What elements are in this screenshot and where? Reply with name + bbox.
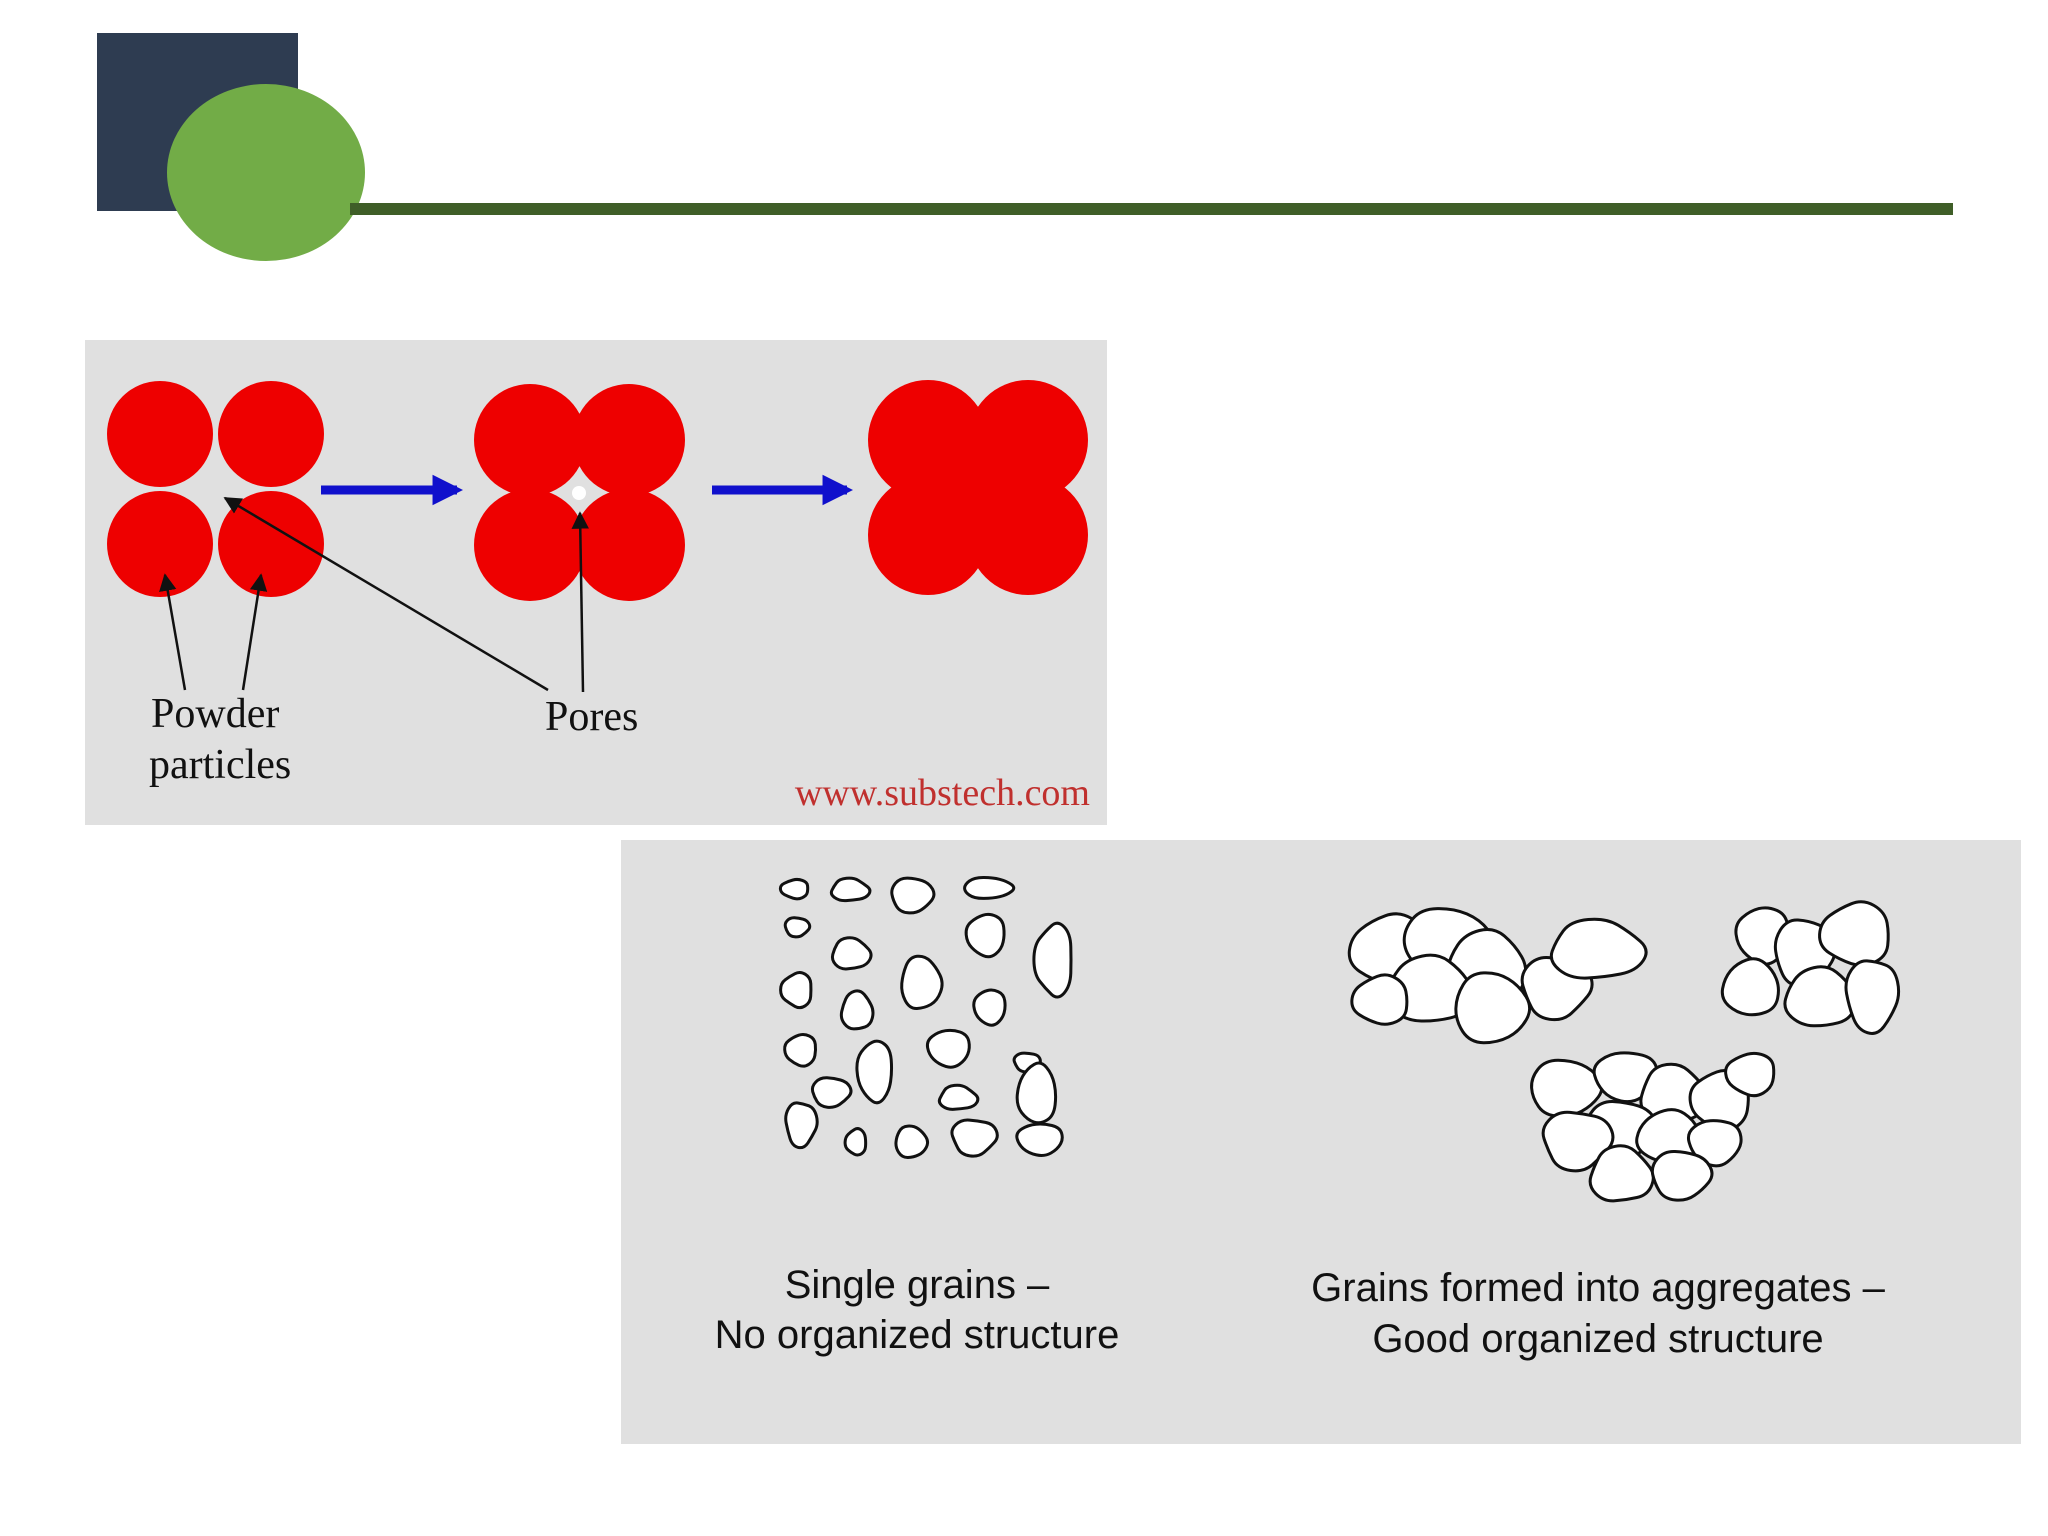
aggregates-caption-line1: Grains formed into aggregates – <box>1311 1266 1885 1310</box>
single-grain <box>829 876 872 903</box>
single-grain <box>783 1032 818 1068</box>
aggregated-grain <box>1720 957 1780 1017</box>
single-grain <box>894 1124 930 1159</box>
loose-powder-particles <box>107 381 324 597</box>
aggregated-grain <box>1844 959 1901 1035</box>
aggregated-grain <box>1350 973 1409 1026</box>
aggregated-grain <box>1454 971 1532 1045</box>
source-credit: www.substech.com <box>795 772 1090 814</box>
single-grain <box>900 954 944 1011</box>
single-grain <box>1032 921 1073 999</box>
single-grain <box>855 1039 894 1105</box>
single-grain <box>784 1101 819 1150</box>
single-grain <box>925 1028 971 1069</box>
aggregate-grains-drawing <box>1347 900 1901 1203</box>
single-grains-caption-line2: No organized structure <box>715 1313 1120 1357</box>
necking-particles <box>474 384 685 601</box>
powder-particle <box>218 381 324 487</box>
single-grain <box>783 916 812 939</box>
single-grain <box>972 988 1007 1027</box>
decorative-circle <box>167 84 365 261</box>
sintering-particle <box>573 384 685 496</box>
single-grain <box>843 1127 868 1157</box>
powder-label-line2: particles <box>149 742 291 788</box>
aggregated-grain <box>1530 1058 1604 1118</box>
sintering-particle <box>474 489 586 601</box>
single-grain <box>830 936 873 971</box>
single-grains-caption-line1: Single grains – <box>785 1263 1050 1307</box>
single-grain <box>1015 1122 1064 1157</box>
sintering-particle <box>573 489 685 601</box>
pore <box>572 486 586 500</box>
soil-structure-figure: Single grains – No organized structure G… <box>621 840 2021 1444</box>
aggregated-grain <box>1783 965 1857 1028</box>
powder-label-line1: Powder <box>151 691 279 737</box>
powder-particle <box>218 491 324 597</box>
aggregated-grain <box>1650 1149 1714 1202</box>
pores-label: Pores <box>545 694 638 740</box>
powder-pointer-arrow <box>159 573 187 691</box>
title-underline-rule <box>350 203 1953 215</box>
single-grain <box>778 877 810 901</box>
single-grain <box>779 970 813 1010</box>
single-grain <box>1015 1061 1058 1125</box>
single-grain <box>950 1118 999 1158</box>
single-grain <box>937 1083 980 1111</box>
sintering-diagram: Powder particles Pores www.substech.com <box>85 340 1107 825</box>
sintered-core <box>928 440 1028 535</box>
aggregated-grain <box>1549 917 1648 980</box>
single-grain <box>839 989 875 1031</box>
single-grains-drawing <box>778 875 1073 1159</box>
sintered-body <box>868 380 1088 595</box>
single-grain <box>810 1076 853 1109</box>
soil-structure-diagram: Single grains – No organized structure G… <box>621 840 2021 1444</box>
aggregated-grain <box>1724 1051 1776 1098</box>
powder-pointer-arrow <box>241 573 268 691</box>
aggregated-grain <box>1818 900 1890 967</box>
pores-pointer-arrow <box>571 511 590 693</box>
single-grain <box>963 875 1016 900</box>
powder-particle <box>107 491 213 597</box>
aggregates-caption-line2: Good organized structure <box>1372 1317 1823 1361</box>
powder-particle <box>107 381 213 487</box>
sintering-particle <box>474 384 586 496</box>
pores-pointer-arrow <box>223 496 549 692</box>
sintering-figure: Powder particles Pores www.substech.com <box>85 340 1107 825</box>
aggregated-grain <box>1588 1144 1655 1203</box>
single-grain <box>890 876 936 915</box>
single-grain <box>964 912 1006 959</box>
aggregated-grain <box>1686 1119 1743 1168</box>
